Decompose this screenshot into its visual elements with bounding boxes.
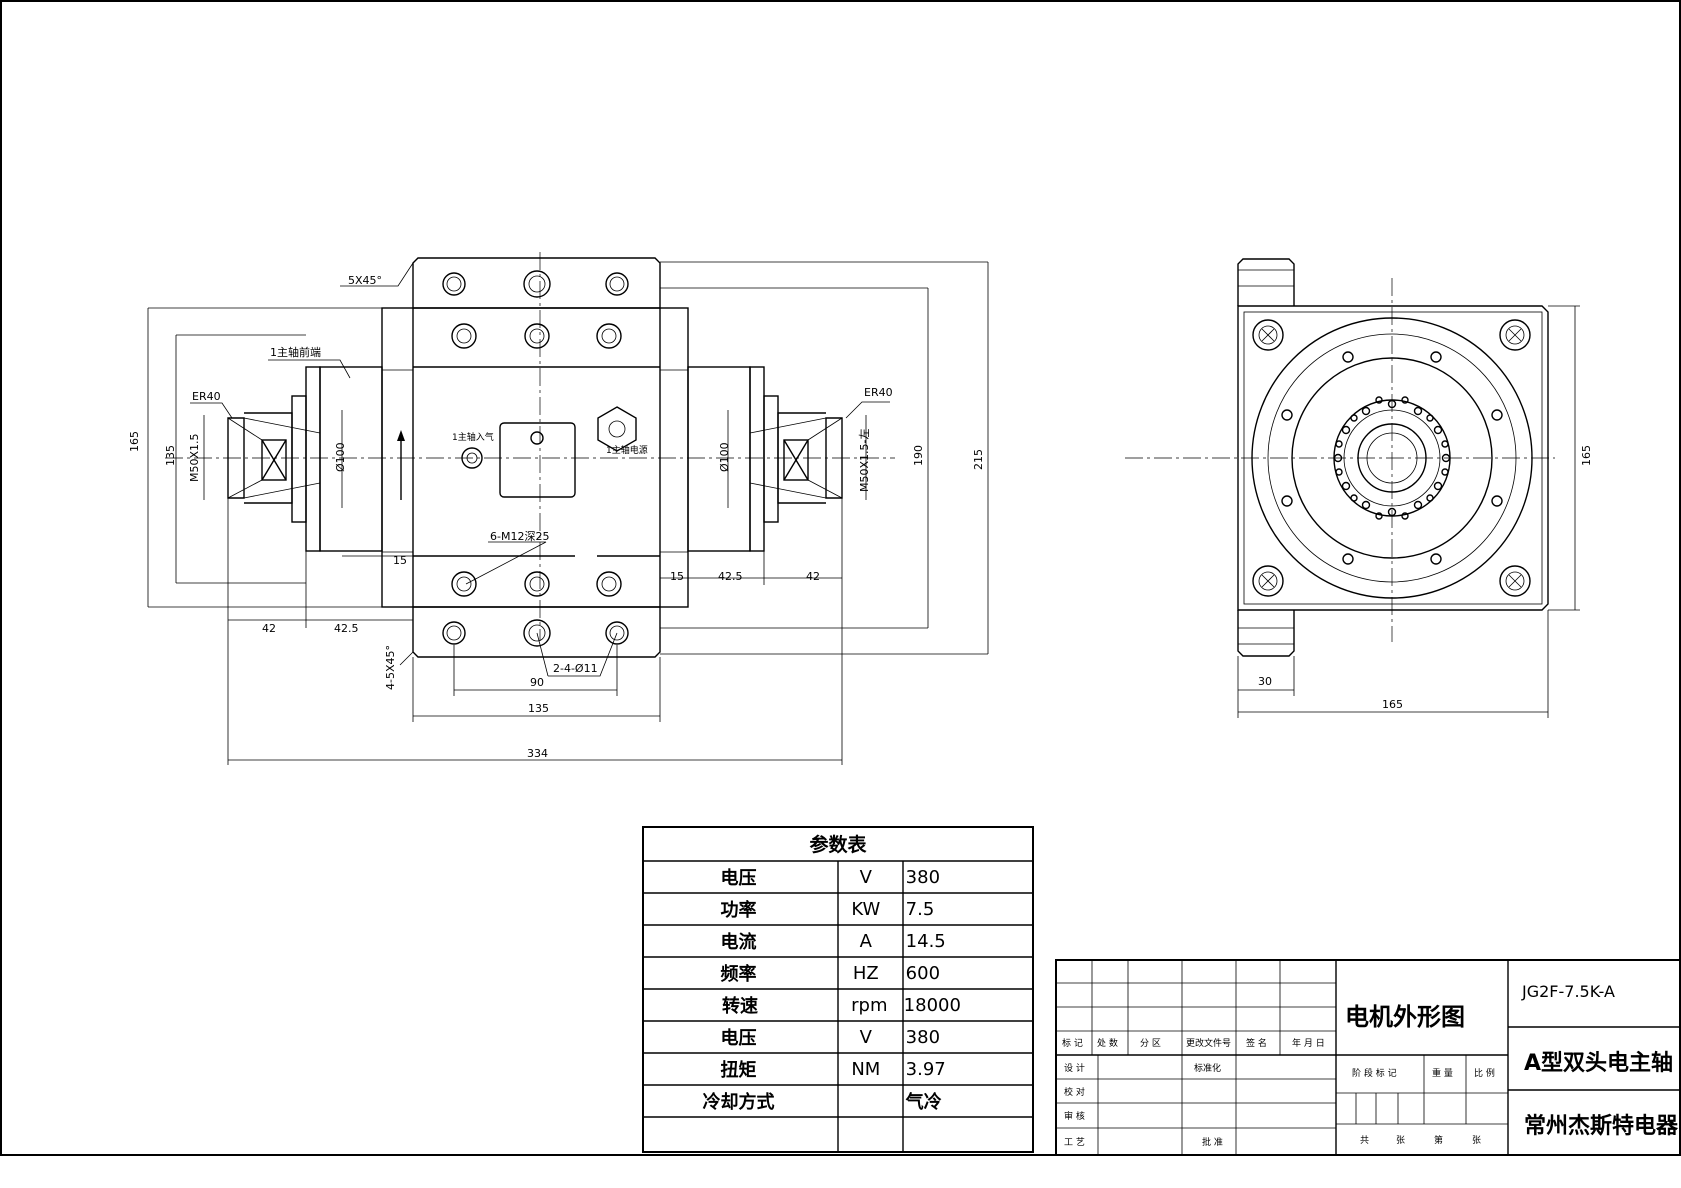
param-row: 功率 KW 7.5 bbox=[643, 893, 1033, 925]
param-value: 14.5 bbox=[905, 930, 946, 952]
params-title: 参数表 bbox=[809, 834, 867, 856]
collet-left-label: ER40 bbox=[192, 390, 221, 403]
tb-r-standard: 标准化 bbox=[1194, 1064, 1222, 1074]
dim-135-h: 135 bbox=[528, 702, 549, 715]
param-row: 电压 V 380 bbox=[643, 861, 1033, 893]
dim-165-v: 165 bbox=[128, 431, 141, 452]
param-row: 冷却方式 气冷 bbox=[643, 1085, 1033, 1117]
front-end-label: 1主轴前端 bbox=[270, 346, 321, 359]
params-rows: 电压 V 380 功率 KW 7.5 电流 A 14.5 频率 HZ 600 转… bbox=[643, 861, 1033, 1117]
param-name: 电压 bbox=[720, 1028, 757, 1049]
tb-h-date: 年 月 日 bbox=[1292, 1039, 1325, 1049]
front-view bbox=[147, 252, 989, 765]
param-row: 扭矩 NM 3.97 bbox=[643, 1053, 1033, 1085]
chamfer-top-label: 5X45° bbox=[348, 274, 383, 287]
param-unit: KW bbox=[851, 898, 881, 920]
param-row: 电压 V 380 bbox=[643, 1021, 1033, 1053]
title-block-grid bbox=[1055, 959, 1681, 1156]
tb-drawing-name: 电机外形图 bbox=[1345, 1003, 1465, 1031]
tb-h-weight: 重 量 bbox=[1432, 1069, 1453, 1079]
tb-model: JG2F-7.5K-A bbox=[1522, 982, 1615, 1001]
side-dim-30: 30 bbox=[1258, 675, 1272, 688]
tapped-holes-label: 6-M12深25 bbox=[490, 530, 550, 543]
param-value: 气冷 bbox=[905, 1092, 942, 1113]
dim-334: 334 bbox=[527, 747, 548, 760]
param-unit: rpm bbox=[851, 994, 888, 1016]
tb-h-mark: 标 记 bbox=[1062, 1039, 1083, 1049]
param-row: 转速 rpm 18000 bbox=[643, 989, 1033, 1021]
thread-left-label: M50X1.5 bbox=[188, 433, 201, 482]
tb-r-approve: 批 准 bbox=[1202, 1138, 1223, 1148]
air-inlet-label: 1主轴入气 bbox=[452, 433, 494, 443]
tb-h-stage: 阶 段 标 记 bbox=[1352, 1069, 1397, 1079]
tb-r-design: 设 计 bbox=[1064, 1064, 1085, 1074]
tb-h-count: 处 数 bbox=[1097, 1039, 1118, 1049]
chamfer-bottom-label: 4-5X45° bbox=[384, 645, 397, 690]
dim-15-left: 15 bbox=[393, 554, 407, 567]
dim-190: 190 bbox=[912, 445, 925, 466]
param-unit: V bbox=[859, 1026, 872, 1048]
param-value: 600 bbox=[905, 962, 941, 984]
dim-42-left: 42 bbox=[262, 622, 276, 635]
tb-f-sheets: 张 bbox=[1396, 1136, 1406, 1146]
tb-product: A型双头电主轴 bbox=[1524, 1051, 1674, 1076]
dim-15-right: 15 bbox=[670, 570, 684, 583]
through-holes-label: 2-4-Ø11 bbox=[553, 662, 598, 675]
param-value: 3.97 bbox=[905, 1058, 946, 1080]
tb-r-process: 工 艺 bbox=[1064, 1138, 1085, 1148]
tb-f-sheet: 张 bbox=[1472, 1136, 1482, 1146]
side-dim-165-h: 165 bbox=[1382, 698, 1403, 711]
power-label: 1主轴电源 bbox=[606, 446, 648, 456]
side-dim-165-v: 165 bbox=[1580, 445, 1593, 466]
tb-h-change-doc: 更改文件号 bbox=[1186, 1039, 1232, 1049]
param-name: 电压 bbox=[720, 868, 757, 889]
dim-90: 90 bbox=[530, 676, 544, 689]
param-name: 转速 bbox=[722, 996, 758, 1017]
param-name: 扭矩 bbox=[720, 1060, 757, 1081]
tb-company: 常州杰斯特电器 bbox=[1524, 1114, 1679, 1139]
tb-h-scale: 比 例 bbox=[1474, 1069, 1495, 1079]
tb-h-sign: 签 名 bbox=[1246, 1039, 1267, 1049]
collet-right-label: ER40 bbox=[864, 386, 893, 399]
tb-r-check: 校 对 bbox=[1064, 1088, 1085, 1098]
dia-right-label: Ø100 bbox=[718, 442, 731, 472]
params-table-grid bbox=[642, 826, 1034, 1153]
dim-135-v: 135 bbox=[164, 445, 177, 466]
param-name: 冷却方式 bbox=[702, 1092, 775, 1113]
dia-left-label: Ø100 bbox=[334, 442, 347, 472]
tb-r-review: 审 核 bbox=[1064, 1112, 1085, 1122]
tb-f-total: 共 bbox=[1360, 1136, 1370, 1146]
param-name: 频率 bbox=[720, 964, 757, 985]
dim-42-5-left: 42.5 bbox=[334, 622, 359, 635]
param-name: 电流 bbox=[720, 932, 757, 953]
param-unit: A bbox=[859, 930, 872, 952]
param-row: 电流 A 14.5 bbox=[643, 925, 1033, 957]
param-name: 功率 bbox=[720, 900, 757, 921]
param-row: 频率 HZ 600 bbox=[643, 957, 1033, 989]
param-value: 18000 bbox=[903, 994, 961, 1016]
thread-right-label: M50X1.5-左 bbox=[858, 428, 871, 493]
param-unit: V bbox=[859, 866, 872, 888]
tb-f-no: 第 bbox=[1434, 1136, 1444, 1146]
drawing-frame bbox=[0, 0, 1681, 1156]
param-value: 380 bbox=[905, 866, 941, 888]
dim-42-right: 42 bbox=[806, 570, 820, 583]
param-unit: HZ bbox=[852, 962, 879, 984]
dim-215: 215 bbox=[972, 449, 985, 470]
tb-h-zone: 分 区 bbox=[1140, 1039, 1161, 1049]
param-unit: NM bbox=[851, 1058, 881, 1080]
param-value: 380 bbox=[905, 1026, 941, 1048]
param-value: 7.5 bbox=[905, 898, 935, 920]
side-view bbox=[1125, 258, 1580, 718]
dim-42-5-right: 42.5 bbox=[718, 570, 743, 583]
